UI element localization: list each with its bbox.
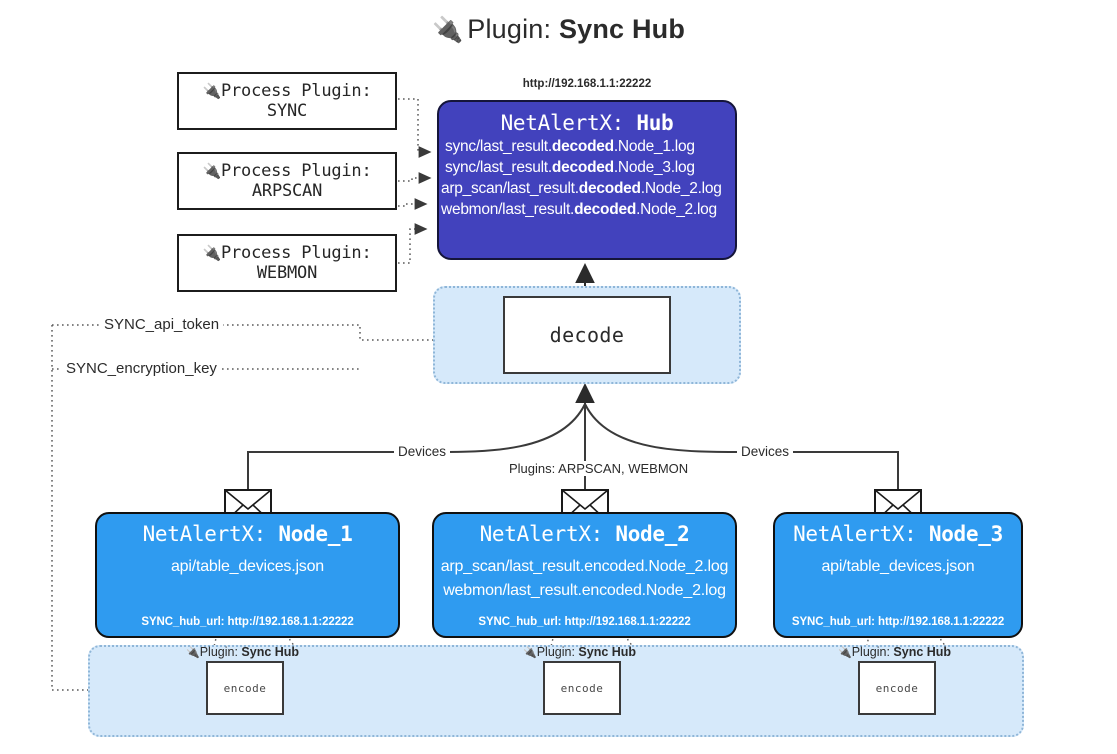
electric-plug-icon: 🔌 bbox=[202, 161, 221, 180]
encode-box-2[interactable]: encode bbox=[543, 661, 621, 715]
hub-title: NetAlertX: Hub bbox=[500, 111, 674, 135]
process-plugin-sync[interactable]: 🔌Process Plugin: SYNC bbox=[177, 72, 397, 130]
process-plugin-arpscan[interactable]: 🔌Process Plugin: ARPSCAN bbox=[177, 152, 397, 210]
node-2-line: webmon/last_result.encoded.Node_2.log bbox=[443, 582, 726, 599]
electric-plug-icon: 🔌 bbox=[523, 647, 537, 659]
hub-url-label: http://192.168.1.1:22222 bbox=[522, 78, 652, 90]
encode-box-3[interactable]: encode bbox=[858, 661, 936, 715]
node-3[interactable]: NetAlertX: Node_3 api/table_devices.json… bbox=[773, 512, 1023, 638]
process-plugin-sync-line2: SYNC bbox=[266, 101, 308, 121]
hub-log-line: sync/last_result.decoded.Node_3.log bbox=[445, 159, 695, 176]
edge-label-devices-left: Devices bbox=[394, 444, 451, 459]
process-plugin-arpscan-line1: 🔌Process Plugin: bbox=[202, 160, 372, 181]
node-2-hub-url: SYNC_hub_url: http://192.168.1.1:22222 bbox=[478, 616, 691, 628]
process-plugin-webmon-line1: 🔌Process Plugin: bbox=[202, 242, 372, 263]
encoder-1-plugin-label: 🔌Plugin: Sync Hub bbox=[186, 645, 300, 659]
page-title: 🔌Plugin: Sync Hub bbox=[0, 14, 1117, 45]
electric-plug-icon: 🔌 bbox=[186, 647, 200, 659]
node-1[interactable]: NetAlertX: Node_1 api/table_devices.json… bbox=[95, 512, 400, 638]
process-plugin-arpscan-line2: ARPSCAN bbox=[251, 181, 323, 201]
electric-plug-icon: 🔌 bbox=[202, 81, 221, 100]
node-2-title: NetAlertX: Node_2 bbox=[479, 522, 690, 546]
page-title-name: Sync Hub bbox=[558, 14, 686, 44]
edge-label-devices-right: Devices bbox=[737, 444, 794, 459]
hub-log-line: sync/last_result.decoded.Node_1.log bbox=[445, 138, 695, 155]
node-1-line: api/table_devices.json bbox=[170, 558, 325, 575]
hub-log-line: webmon/last_result.decoded.Node_2.log bbox=[441, 201, 717, 218]
plugin-to-hub-connectors bbox=[398, 98, 432, 264]
node-2[interactable]: NetAlertX: Node_2 arp_scan/last_result.e… bbox=[432, 512, 737, 638]
encoder-3-plugin-label: 🔌Plugin: Sync Hub bbox=[838, 645, 952, 659]
node-2-line: arp_scan/last_result.encoded.Node_2.log bbox=[440, 558, 729, 575]
encode-box-1[interactable]: encode bbox=[206, 661, 284, 715]
decode-box[interactable]: decode bbox=[503, 296, 671, 374]
sync-api-token-label: SYNC_api_token bbox=[100, 316, 224, 333]
electric-plug-icon: 🔌 bbox=[202, 243, 221, 262]
hub-node[interactable]: NetAlertX: Hub sync/last_result.decoded.… bbox=[437, 100, 737, 260]
process-plugin-webmon[interactable]: 🔌Process Plugin: WEBMON bbox=[177, 234, 397, 292]
process-plugin-webmon-line2: WEBMON bbox=[256, 263, 318, 283]
node-3-line: api/table_devices.json bbox=[821, 558, 975, 575]
page-title-prefix: Plugin: bbox=[467, 14, 552, 44]
node-3-hub-url: SYNC_hub_url: http://192.168.1.1:22222 bbox=[791, 616, 1005, 628]
node-3-title: NetAlertX: Node_3 bbox=[793, 522, 1003, 546]
electric-plug-icon: 🔌 bbox=[431, 16, 464, 44]
sync-encryption-key-label: SYNC_encryption_key bbox=[62, 360, 221, 377]
hub-log-line: arp_scan/last_result.decoded.Node_2.log bbox=[441, 180, 722, 197]
node-1-hub-url: SYNC_hub_url: http://192.168.1.1:22222 bbox=[141, 616, 354, 628]
electric-plug-icon: 🔌 bbox=[838, 647, 852, 659]
encoder-2-plugin-label: 🔌Plugin: Sync Hub bbox=[523, 645, 637, 659]
edge-label-plugins-center: Plugins: ARPSCAN, WEBMON bbox=[505, 461, 693, 476]
process-plugin-sync-line1: 🔌Process Plugin: bbox=[202, 80, 372, 101]
node-1-title: NetAlertX: Node_1 bbox=[142, 522, 353, 546]
